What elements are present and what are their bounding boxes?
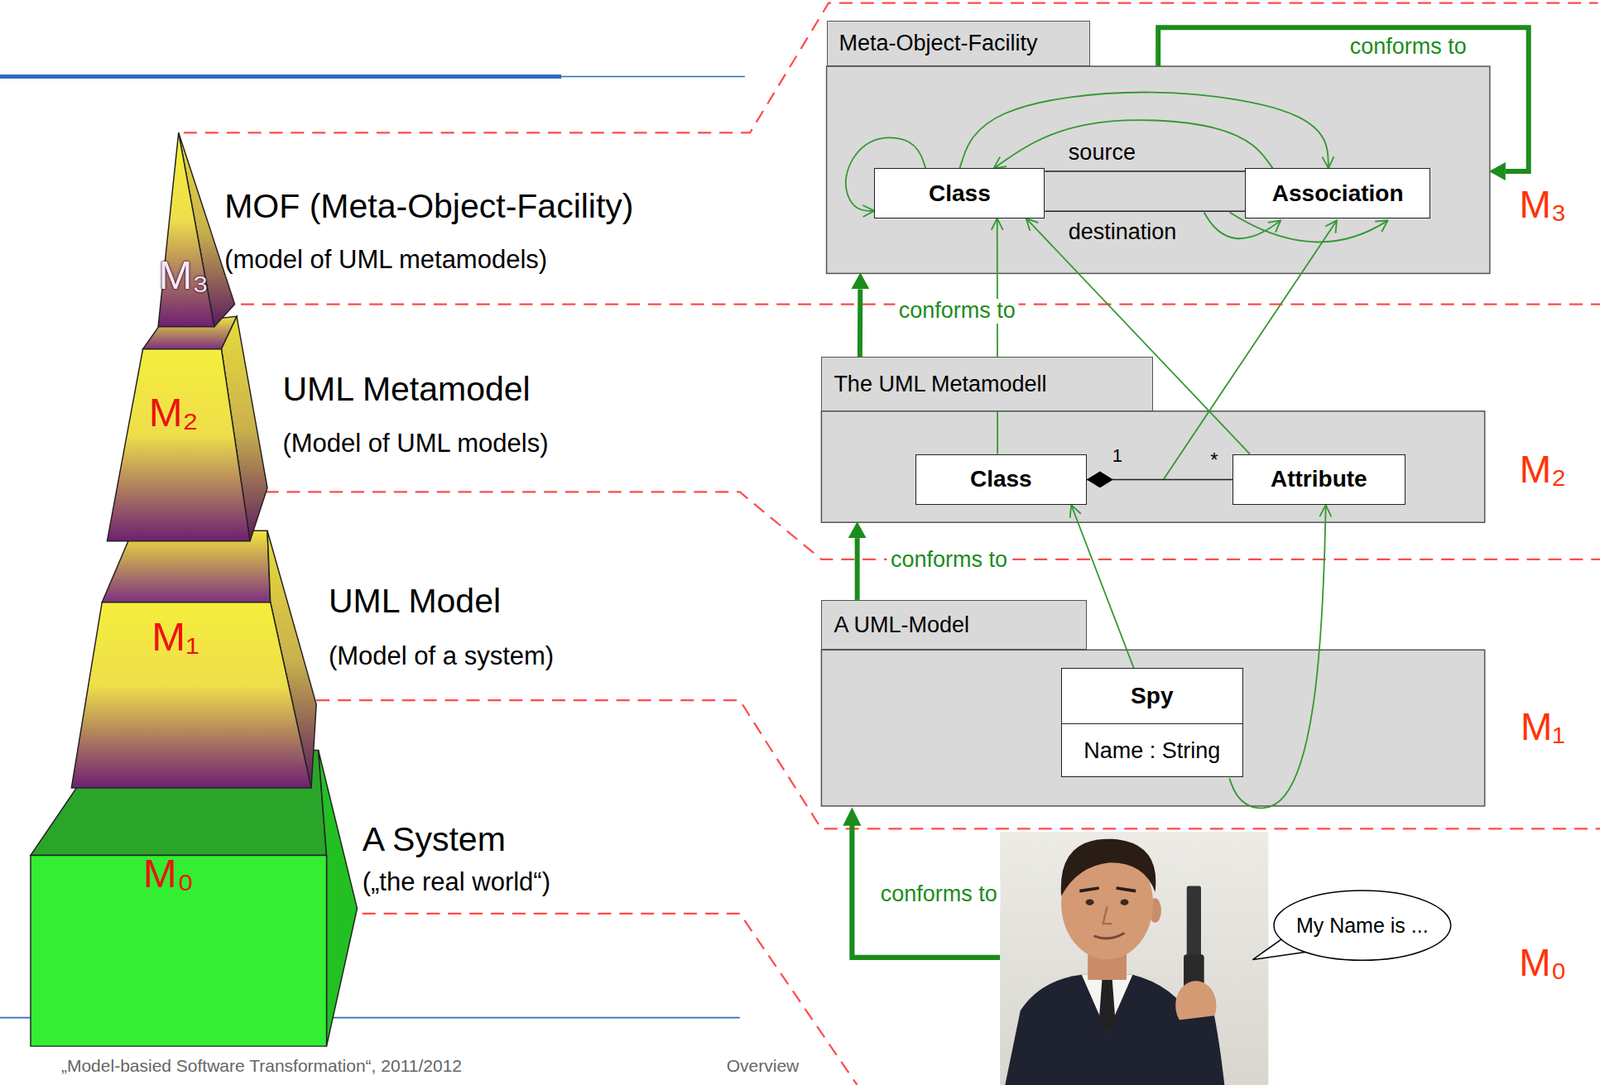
level-number: M₀ <box>143 852 194 898</box>
class-name: Association <box>1272 180 1404 207</box>
multiplicity: 1 <box>1112 446 1123 467</box>
level-number: M₂ <box>148 390 199 436</box>
package-tab: A UML-Model <box>821 600 1087 650</box>
package-body <box>821 649 1485 807</box>
level-subtitle: (model of UML metamodels) <box>224 245 548 274</box>
conformance-arrow <box>1229 504 1326 808</box>
package-tab: The UML Metamodell <box>821 356 1154 411</box>
level-subtitle: (Model of UML models) <box>282 429 548 458</box>
level-number: M₁ <box>151 615 199 661</box>
spy-photo <box>999 831 1269 1085</box>
package-name: Meta-Object-Facility <box>839 30 1038 57</box>
level-number: M₀ <box>1518 941 1567 984</box>
package: Name : String Spy A UML-Model <box>821 600 1485 807</box>
package: Class Attribute The UML Metamodell <box>821 356 1485 523</box>
level-number: M₃ <box>158 253 210 298</box>
association-line <box>1044 211 1245 213</box>
conforms-to-arrow <box>855 538 861 601</box>
association-end-label: destination <box>1065 220 1181 246</box>
class-name: Class <box>970 466 1033 493</box>
level-divider <box>183 3 1600 1085</box>
conforms-to-arrow <box>1157 27 1529 172</box>
conforms-to-arrow <box>857 288 863 357</box>
class-box: Attribute <box>1232 454 1405 506</box>
class-name: Spy <box>1061 668 1242 723</box>
composition-line <box>1086 479 1233 481</box>
speech-bubble: My Name is ... <box>1273 889 1452 961</box>
multiplicity: * <box>1210 449 1218 471</box>
attribute-compartment: Name : String <box>1061 723 1242 779</box>
level-number: M₁ <box>1520 705 1566 748</box>
class-name: Class <box>928 180 991 207</box>
conformance-arrow <box>1026 218 1250 455</box>
class-box: Association <box>1244 168 1431 218</box>
level-title: UML Model <box>328 583 501 621</box>
conformance-arrow <box>996 218 999 455</box>
conforms-to-label: conforms to <box>877 882 1001 908</box>
conformance-arrow <box>994 120 1274 169</box>
footer-text: Overview <box>726 1057 800 1077</box>
conformance-arrow <box>1162 212 1388 481</box>
class-name: Attribute <box>1270 466 1368 493</box>
association-end-label: source <box>1065 140 1139 166</box>
association-line <box>1044 170 1245 173</box>
class-box: Name : String Spy <box>1061 667 1243 778</box>
package-body <box>826 66 1490 274</box>
footer-text: „Model-basied Software Transformation“, … <box>61 1057 462 1077</box>
package-name: The UML Metamodell <box>833 371 1047 398</box>
level-title: MOF (Meta-Object-Facility) <box>224 188 634 226</box>
speech-text: My Name is ... <box>1296 913 1429 938</box>
speech-bubble-ellipse <box>1273 890 1452 961</box>
level-title: A System <box>362 821 506 859</box>
conforms-to-label: conforms to <box>1346 34 1471 60</box>
conformance-arrow <box>959 91 1329 169</box>
level-subtitle: („the real world“) <box>362 868 551 897</box>
class-box: Class <box>874 168 1045 218</box>
package-name: A UML-Model <box>833 612 970 639</box>
package-body <box>821 411 1485 523</box>
package-tab: Meta-Object-Facility <box>826 20 1091 67</box>
attribute-text: Name : String <box>1083 738 1221 764</box>
level-number: M₂ <box>1519 448 1567 491</box>
class-box: Class <box>915 454 1087 506</box>
conforms-to-label: conforms to <box>887 547 1011 573</box>
conforms-to-arrow <box>842 807 1000 958</box>
level-number: M₃ <box>1518 182 1567 226</box>
conforms-to-label: conforms to <box>895 298 1019 324</box>
level-title: UML Metamodel <box>282 370 530 409</box>
level-subtitle: (Model of a system) <box>328 642 554 671</box>
